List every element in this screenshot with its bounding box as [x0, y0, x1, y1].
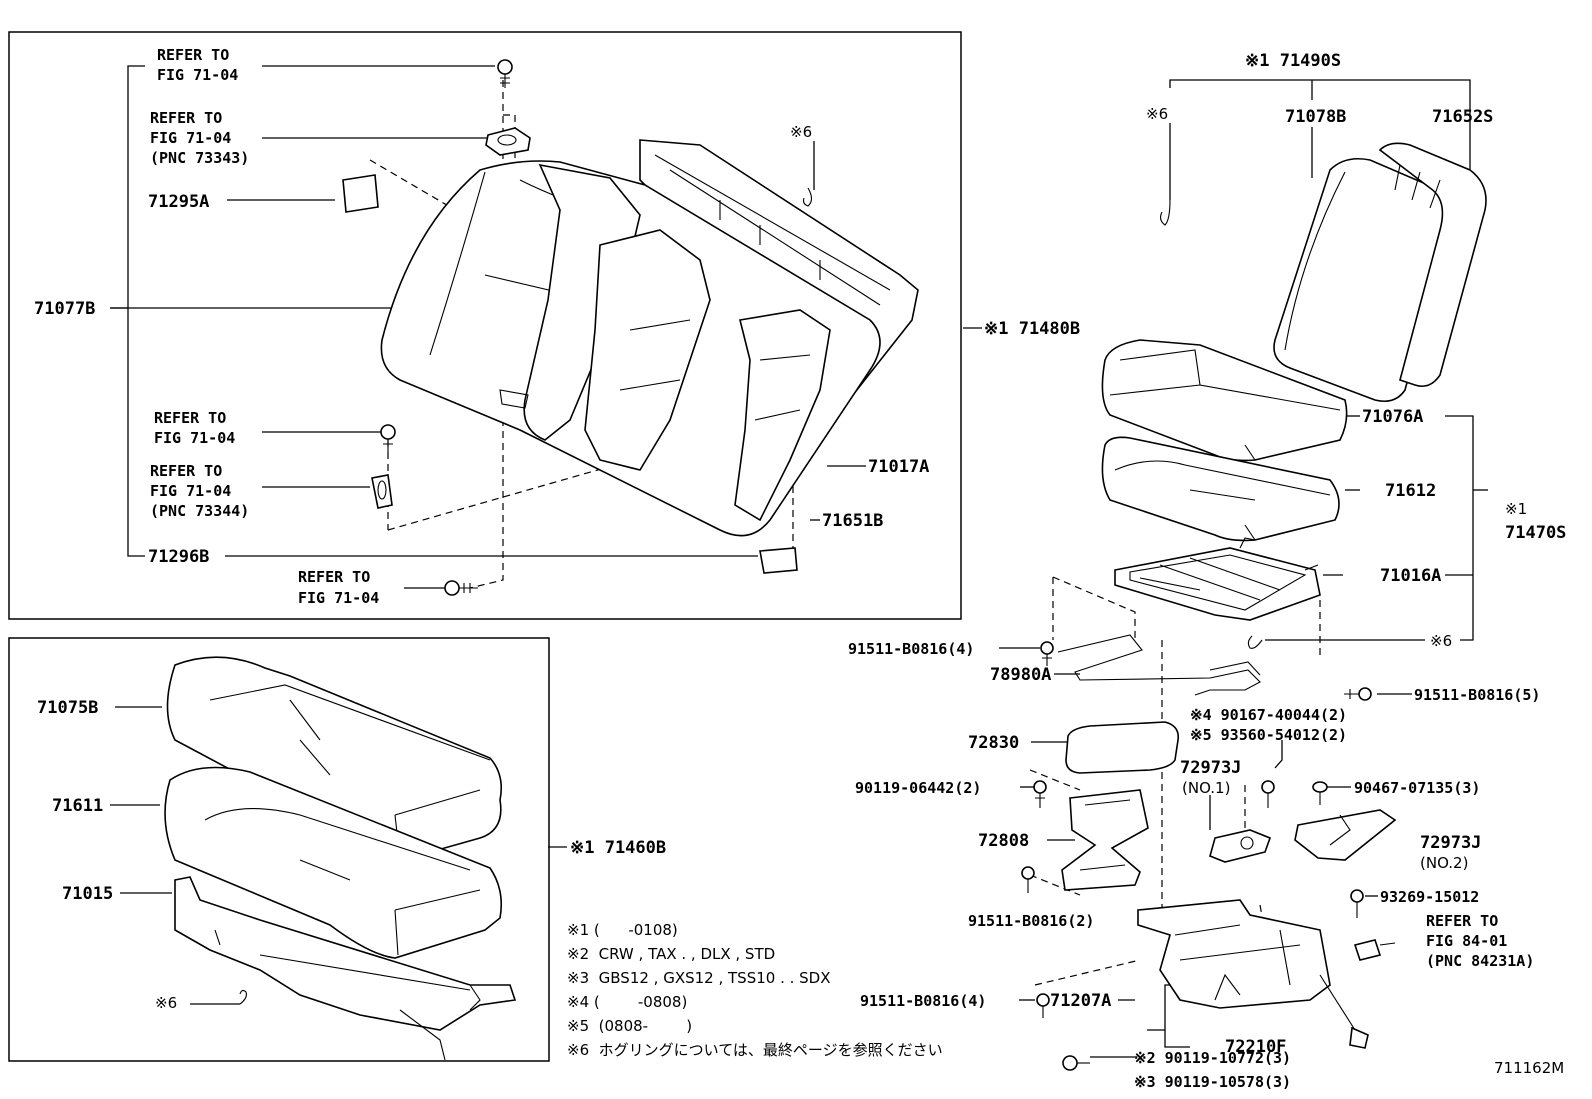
part-number: 71078B [1285, 107, 1346, 127]
fig-ref: FIG 71-04 [150, 482, 231, 500]
note-mark: ※1 [1505, 500, 1527, 518]
refer-text: REFER TO [154, 409, 226, 427]
part-number: 72210F [1225, 1037, 1286, 1057]
part-number: 71017A [868, 457, 929, 477]
part-number: 72973J [1180, 758, 1241, 778]
fig-ref: FIG 71-04 [154, 429, 235, 447]
part-number: 90119-06442(2) [855, 779, 981, 797]
refer-text: REFER TO [157, 46, 229, 64]
part-number: ※1 71490S [1245, 51, 1341, 71]
part-number: 71207A [1050, 991, 1111, 1011]
part-number: 72808 [978, 831, 1029, 851]
note-line: ※1 ( -0108) [567, 921, 678, 939]
bolt-icon [380, 424, 396, 452]
part-number: 71077B [34, 299, 95, 319]
fig-ref: FIG 71-04 [157, 66, 238, 84]
front-seat-leaders [999, 79, 1488, 1058]
fig-ref: FIG 71-04 [150, 129, 231, 147]
hog-ring-icon [802, 187, 813, 207]
hog-ring-icon [1159, 199, 1171, 226]
part-number: 71470S [1505, 523, 1566, 543]
rear-cushion-panel [8, 637, 550, 1062]
bolt-icon [1344, 687, 1372, 701]
part-number: 71016A [1380, 566, 1441, 586]
part-number: ※1 71460B [570, 838, 666, 858]
refer-text: REFER TO [298, 568, 370, 586]
hinge-cover-icon [485, 127, 531, 156]
part-number: ※5 93560-54012(2) [1190, 726, 1347, 744]
bracket-71296B-icon [759, 547, 798, 574]
part-number: 71612 [1385, 481, 1436, 501]
fig-ref: FIG 84-01 [1426, 932, 1507, 950]
screw-icon [1312, 781, 1328, 805]
part-number: 71075B [37, 698, 98, 718]
part-number: 71652S [1432, 107, 1493, 127]
pnc-ref: (PNC 73344) [150, 502, 249, 520]
front-seat-illustration [1057, 142, 1487, 1049]
bolt-icon [1021, 866, 1035, 893]
part-number: 91511-B0816(4) [848, 640, 974, 658]
rear-cushion-leaders [110, 706, 567, 1005]
part-number: 72973J [1420, 833, 1481, 853]
diagram-code: 711162M [1494, 1059, 1564, 1077]
cover-plate-71295A-icon [342, 174, 379, 213]
part-number: 91511-B0816(2) [968, 912, 1094, 930]
part-variant: (NO.1) [1182, 779, 1230, 797]
bolt-icon [444, 580, 478, 596]
part-number: 71076A [1362, 407, 1423, 427]
note-mark: ※6 [1430, 632, 1452, 650]
part-number: ※4 90167-40044(2) [1190, 706, 1347, 724]
pnc-ref: (PNC 84231A) [1426, 952, 1534, 970]
part-number: ※1 71480B [984, 319, 1080, 339]
bolt-icon [1033, 780, 1047, 808]
note-line: ※6 ホグリングについては、最終ページを参照ください [567, 1041, 943, 1059]
connector-icon [1353, 939, 1396, 961]
rear-seatback-illustration [380, 139, 919, 537]
labels: REFER TO FIG 71-04 REFER TO FIG 71-04 (P… [34, 46, 1566, 1091]
refer-text: REFER TO [150, 109, 222, 127]
bolt-icon [1062, 1055, 1090, 1071]
bolt-icon [1036, 993, 1050, 1018]
part-number: 90467-07135(3) [1354, 779, 1480, 797]
bolt-icon [1040, 641, 1054, 666]
rear-seatback-panel [8, 31, 962, 620]
bolt-icon [497, 59, 513, 88]
part-number: 71015 [62, 884, 113, 904]
part-number: 91511-B0816(5) [1414, 686, 1540, 704]
note-line: ※4 ( -0808) [567, 993, 687, 1011]
part-number: 71651B [822, 511, 883, 531]
note-mark: ※6 [1146, 105, 1168, 123]
note-mark: ※6 [790, 123, 812, 141]
bolt-icon [1261, 780, 1275, 808]
part-number: 72830 [968, 733, 1019, 753]
notes-legend: ※1 ( -0108) ※2 CRW , TAX . , DLX , STD ※… [567, 921, 943, 1059]
refer-text: REFER TO [150, 462, 222, 480]
note-line: ※3 GBS12 , GXS12 , TSS10 . . SDX [567, 969, 831, 987]
rear-cushion-illustration [164, 656, 517, 1061]
note-line: ※2 CRW , TAX . , DLX , STD [567, 945, 775, 963]
pnc-ref: (PNC 73343) [150, 149, 249, 167]
note-line: ※5 (0808- ) [567, 1017, 692, 1035]
hog-ring-icon [1247, 635, 1263, 649]
refer-text: REFER TO [1426, 912, 1498, 930]
part-variant: (NO.2) [1420, 854, 1468, 872]
hog-ring-icon [239, 989, 247, 1005]
part-number: ※3 90119-10578(3) [1134, 1073, 1291, 1091]
note-mark: ※6 [155, 994, 177, 1012]
part-number: 71611 [52, 796, 103, 816]
part-number: 71296B [148, 547, 209, 567]
part-number: 71295A [148, 192, 209, 212]
part-number: 78980A [990, 665, 1051, 685]
part-number: 91511-B0816(4) [860, 992, 986, 1010]
bolt-icon [1350, 889, 1364, 918]
part-number: ※2 90119-10772(3) [1134, 1049, 1291, 1067]
part-number: 93269-15012 [1380, 888, 1479, 906]
hinge-cover-icon [371, 474, 393, 509]
fig-ref: FIG 71-04 [298, 589, 379, 607]
